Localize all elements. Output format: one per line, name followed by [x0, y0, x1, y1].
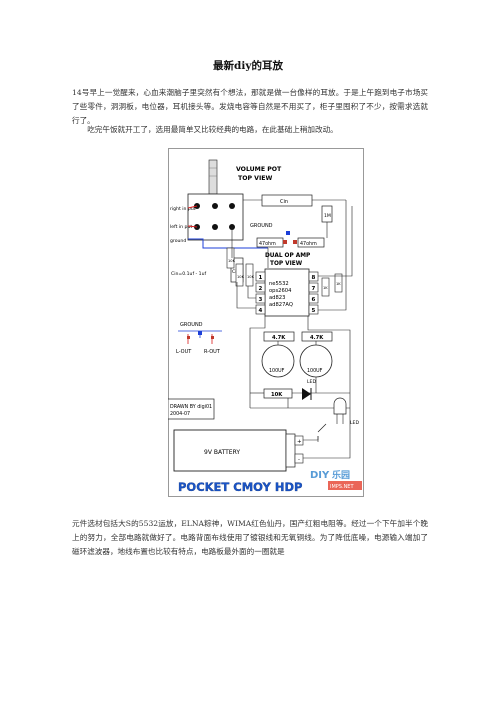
resistor-1k-a-label: 1K: [323, 286, 328, 290]
volume-pot-label: VOLUME POT: [236, 166, 282, 173]
resistor-4-7k-left-label: 4.7K: [272, 335, 286, 341]
ic-model-3: ad827AQ: [269, 302, 293, 308]
drawn-by-date: 2004-07: [170, 411, 190, 417]
pin-5: 5: [312, 308, 316, 314]
pin-7: 7: [312, 286, 316, 292]
capacitor-100uf-right: [299, 344, 333, 378]
cin-value-note: Cin=0.1uf - 1uf: [171, 271, 206, 277]
led-bulb-icon: [333, 397, 347, 415]
resistor-1k-b: [334, 273, 343, 293]
resistor-10k-d-label: 10K: [271, 392, 283, 398]
resistor-10k-a-label: 10K: [228, 259, 236, 263]
led-label: LED: [307, 379, 316, 385]
battery-plus: +: [297, 439, 302, 445]
capacitor-100uf-left: [261, 344, 295, 378]
battery-minus: -: [298, 457, 300, 463]
ic-model-2: ad823: [269, 295, 285, 301]
drawn-by-box: [168, 398, 215, 420]
led2-label: LED: [350, 420, 359, 426]
op-amp-top-view: TOP VIEW: [270, 261, 303, 267]
cmoy-schematic: VOLUME POT TOP VIEW right in put left in…: [168, 148, 364, 497]
ground-label: GROUND: [250, 223, 273, 229]
pin-2: 2: [259, 286, 263, 292]
cin-capacitor-top: [261, 194, 313, 207]
ground-marker: [286, 231, 290, 235]
diy-watermark-logo: DIY 乐园 IMPS.NET: [310, 469, 362, 490]
ground-output-label: GROUND: [180, 322, 203, 328]
resistor-4-7k-right: [301, 331, 333, 342]
volume-pot-top-view: TOP VIEW: [238, 175, 272, 182]
ic-model-1: ops2604: [269, 288, 292, 294]
ground-input-label: ground: [170, 238, 186, 244]
page-title: 最新diy的耳放: [213, 60, 283, 72]
resistor-10k-c: [245, 263, 254, 287]
pot-shaft: [208, 159, 218, 195]
resistor-1m-label: 1M: [324, 213, 331, 219]
pin-8: 8: [312, 275, 316, 281]
resistor-10k-b-label: 10K: [237, 275, 245, 279]
banner-title: POCKET CMOY HDP: [178, 480, 302, 494]
pin-6: 6: [312, 297, 316, 303]
volume-pot-body: [187, 193, 244, 241]
battery-label: 9V BATTERY: [204, 449, 240, 456]
second-paragraph: 吃完午饭就开工了，选用最简单又比较经典的电路，在此基础上稍加改动。: [87, 125, 338, 134]
led-diode-icon: [302, 388, 311, 400]
right-input-label: right in put: [170, 206, 196, 212]
svg-text:IMPS.NET: IMPS.NET: [330, 484, 354, 490]
resistor-47ohm-left-label: 47ohm: [259, 241, 276, 247]
svg-text:乐园: 乐园: [332, 469, 350, 481]
left-input-label: left in put: [170, 224, 192, 230]
op-amp-ic: [264, 268, 310, 317]
battery-body: [173, 429, 287, 472]
pin-4: 4: [259, 308, 263, 314]
resistor-1k-a: [321, 277, 330, 297]
resistor-47ohm-right: [297, 237, 325, 248]
pin-1: 1: [259, 275, 263, 281]
dual-op-amp-label: DUAL OP AMP: [265, 253, 311, 259]
svg-text:DIY: DIY: [310, 470, 330, 481]
resistor-47ohm-right-label: 47ohm: [300, 241, 317, 247]
pin-3: 3: [259, 297, 263, 303]
right-output-label: R-OUT: [204, 349, 221, 355]
resistor-4-7k-right-label: 4.7K: [310, 335, 324, 341]
third-paragraph: 元件选材包括大S的5532运放，ELNA粽神，WIMA红色仙丹，国产红粗电阻等。…: [72, 519, 428, 556]
capacitor-100uf-right-label: 100UF: [307, 368, 323, 374]
resistor-10k-c-label: 10K: [247, 275, 255, 279]
resistor-10k-b: [235, 263, 244, 287]
resistor-4-7k-left: [263, 331, 295, 342]
resistor-10k-d: [263, 388, 293, 399]
capacitor-100uf-left-label: 100UF: [269, 368, 285, 374]
resistor-1k-b-label: 1K: [336, 282, 341, 286]
left-output-label: L-OUT: [176, 349, 192, 355]
ic-model-0: ne5532: [269, 281, 289, 287]
drawn-by-label: DRAWN BY digi01: [170, 404, 212, 410]
power-switch-icon: [317, 423, 327, 433]
pot-pins: [194, 203, 235, 230]
intro-paragraph: 14号早上一觉醒来，心血来潮脑子里突然有个想法，那就是做一台像样的耳放。于是上午…: [72, 88, 428, 125]
cin-top-label: Cin: [280, 199, 288, 205]
circuit-wires: [231, 200, 353, 448]
resistor-10k-a: [226, 247, 235, 269]
